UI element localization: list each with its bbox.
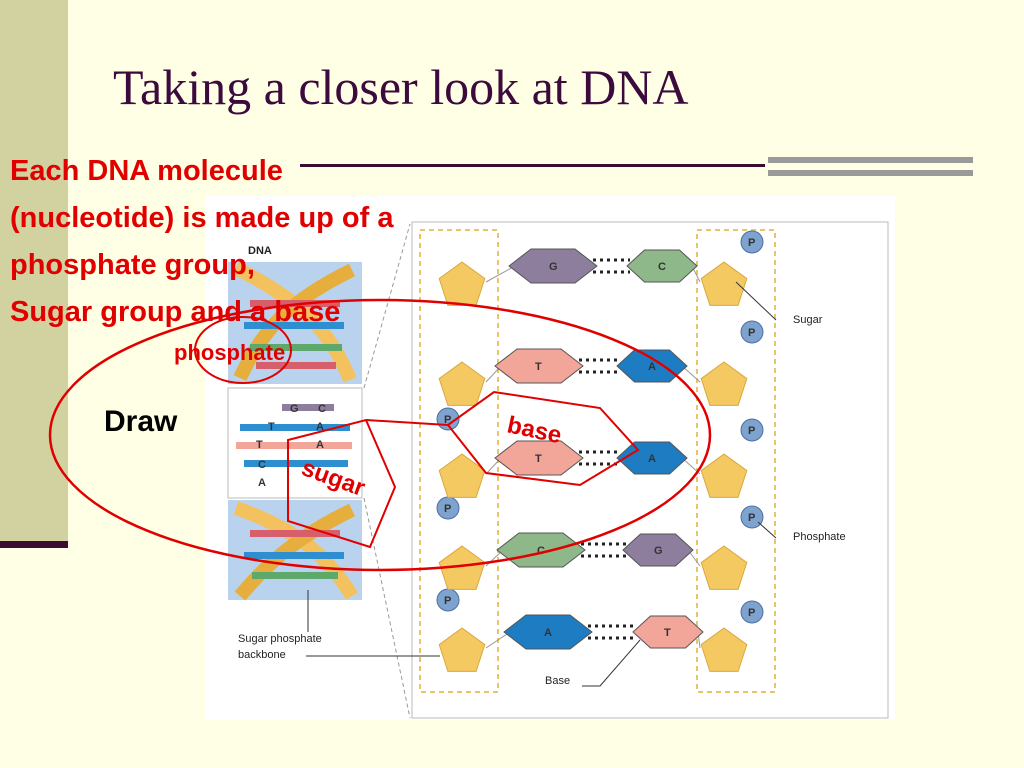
helix-letter: C — [258, 459, 266, 471]
phosphate-letter: P — [748, 512, 755, 524]
base-letter: A — [544, 627, 552, 639]
helix-letter: A — [258, 477, 266, 489]
phosphate-letter: P — [444, 595, 451, 607]
nucleotide-circle — [48, 298, 712, 572]
intro-line: Each DNA molecule — [10, 155, 283, 187]
helix-rung — [256, 362, 336, 369]
helix-rung — [244, 552, 344, 559]
base-label: Base — [545, 675, 570, 687]
intro-line: (nucleotide) is made up of a — [10, 202, 394, 234]
helix-rung — [240, 424, 350, 431]
title-rule — [300, 164, 765, 167]
helix-letter: A — [316, 421, 324, 433]
sugar-pentagon — [438, 627, 486, 672]
base-letter: G — [654, 545, 663, 557]
base-letter: A — [648, 361, 656, 373]
figure-labels: Sugar Phosphate Sugar phosphate backbone… — [238, 281, 846, 687]
slide-title: Taking a closer look at DNA — [113, 59, 689, 115]
base-shape — [508, 248, 598, 284]
intro-line: phosphate group, — [10, 249, 255, 281]
title-accent-bars — [768, 157, 973, 179]
helix-rung — [236, 442, 352, 449]
sugar-pentagon — [700, 361, 748, 406]
double-helix: G C T A T A C A DNA — [227, 245, 363, 601]
dna-label: DNA — [248, 245, 272, 257]
helix-rung — [244, 460, 348, 467]
sugar-outline — [287, 418, 397, 549]
sugar-base-bond — [485, 265, 516, 283]
helix-letter: G — [290, 403, 299, 415]
sugar-base-bond — [681, 365, 701, 383]
helix-letter: T — [256, 439, 263, 451]
helix-strand — [233, 263, 356, 381]
left-accent-bar — [0, 0, 68, 544]
helix-rung — [282, 404, 334, 411]
phosphate-circle-icon — [740, 230, 764, 254]
helix-strand — [232, 261, 357, 383]
intro-text: Each DNA molecule (nucleotide) is made u… — [10, 148, 394, 336]
right-strand-box — [696, 229, 776, 693]
helix-letter: A — [316, 439, 324, 451]
helix-rung — [250, 530, 340, 537]
base-letter: G — [549, 261, 558, 273]
phosphate-annotation: phosphate — [174, 340, 285, 365]
sugar-base-link — [365, 419, 449, 426]
phosphate-circle-icon — [740, 320, 764, 344]
sugar-pentagon — [438, 545, 486, 590]
intro-line: Sugar group and a base — [10, 296, 341, 328]
helix-rung — [252, 572, 338, 579]
base-shape — [503, 614, 593, 650]
sugar-pentagon — [700, 545, 748, 590]
base-shape — [494, 348, 584, 384]
phosphate-letter: P — [444, 414, 451, 426]
base-letter: A — [648, 453, 656, 465]
helix-rung — [244, 322, 344, 329]
sugar-leader-line — [735, 281, 777, 321]
sugar-pentagon — [700, 261, 748, 306]
base-shape — [632, 615, 704, 649]
phosphate-letter: P — [748, 425, 755, 437]
helix-rung — [250, 344, 342, 351]
phosphate-circle-icon — [740, 505, 764, 529]
sugar-pentagon — [700, 453, 748, 498]
base-shape — [494, 440, 584, 476]
backbone-label-line1: Sugar phosphate — [238, 633, 322, 645]
base-shape — [616, 441, 688, 475]
sugar-pentagon — [438, 361, 486, 406]
left-accent-cap — [0, 541, 68, 548]
phosphate-letter: P — [748, 327, 755, 339]
sugar-label: Sugar — [793, 314, 823, 326]
phosphate-letter: P — [748, 607, 755, 619]
base-shape — [626, 249, 698, 283]
base-shape — [622, 533, 694, 567]
base-letter: T — [664, 627, 671, 639]
draw-label: Draw — [104, 405, 178, 438]
phosphate-leader-line — [757, 521, 777, 539]
base-leader-line — [582, 639, 641, 687]
phosphate-circle-icon — [740, 418, 764, 442]
base-letter: C — [537, 545, 545, 557]
base-letter: T — [535, 453, 542, 465]
phosphate-letter: P — [444, 503, 451, 515]
base-letter: T — [535, 361, 542, 373]
sugar-base-bond — [485, 631, 511, 649]
backbone-label-line2: backbone — [238, 649, 286, 661]
sugar-pentagon — [700, 627, 748, 672]
helix-letter: C — [318, 403, 326, 415]
phosphate-circle — [194, 316, 292, 384]
phosphate-label: Phosphate — [793, 531, 846, 543]
base-outline — [446, 390, 640, 487]
base-letter: C — [658, 261, 666, 273]
phosphate-letter: P — [748, 237, 755, 249]
zoom-line-bottom — [363, 497, 411, 719]
zoom-line-top — [363, 223, 411, 389]
helix-letter: T — [268, 421, 275, 433]
helix-strand — [233, 501, 358, 600]
phosphate-circle-icon — [740, 600, 764, 624]
